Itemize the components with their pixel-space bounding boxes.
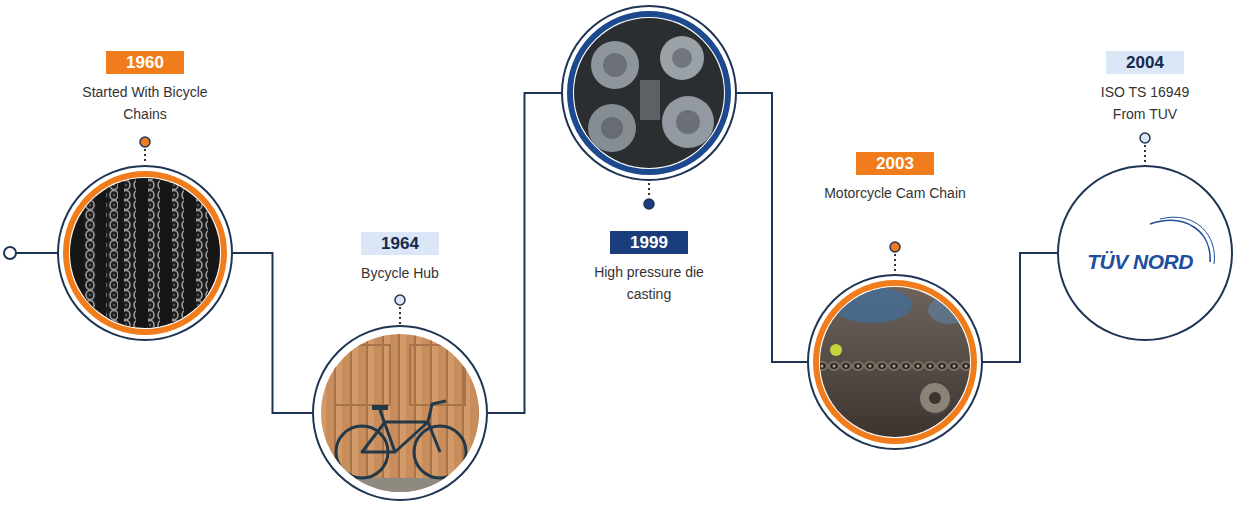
engine-cover: [662, 96, 714, 148]
engine-cover: [591, 41, 639, 89]
timeline-connector: [737, 93, 807, 362]
leader-dot: [1140, 133, 1150, 143]
milestone-description: Bycycle Hub: [300, 262, 500, 284]
ground: [320, 478, 480, 498]
engine-part: [640, 80, 660, 120]
leader-dot: [140, 137, 150, 147]
milestone-circle: 2003Motorcycle Cam Chain: [807, 274, 983, 450]
door-panel: [335, 345, 390, 405]
timeline-connector: [488, 93, 561, 413]
milestone-circle: 1964Bycycle Hub: [312, 325, 488, 501]
milestone-label: 1960Started With Bicycle Chains: [80, 51, 210, 125]
sprocket: [919, 382, 951, 414]
engine-cover: [660, 36, 704, 80]
year-badge: 1964: [361, 232, 439, 255]
bicycle-frame: [362, 401, 446, 452]
engine-cover: [588, 104, 636, 152]
leader-dot: [644, 199, 654, 209]
chain-strand: [172, 178, 184, 328]
accent-ring: [66, 174, 224, 332]
logo-wrap: TÜV NORD: [1050, 249, 1230, 275]
milestone-label: 1964Bycycle Hub: [300, 232, 500, 284]
start-marker: [4, 247, 16, 259]
year-badge: 1960: [106, 51, 184, 74]
accent-ring: [816, 283, 974, 441]
milestone-circle: 1999High pressure die casting: [561, 5, 737, 181]
leader-line: [144, 149, 146, 164]
year-badge: 1999: [610, 231, 688, 254]
bicycle-saddle: [372, 405, 388, 410]
leader-dot: [890, 242, 900, 252]
photo-ground: [570, 14, 730, 174]
blurred-object: [830, 344, 842, 356]
bicycle-photo: [320, 333, 480, 498]
leader-dot: [395, 295, 405, 305]
milestone-label: 2003Motorcycle Cam Chain: [780, 152, 1010, 204]
engine-cover: [601, 117, 623, 139]
blurred-object: [928, 296, 972, 324]
milestone-label: 2004ISO TS 16949 From TUV: [1086, 51, 1204, 125]
cam-chain-photo: [815, 282, 975, 442]
engine-cover: [603, 53, 627, 77]
photo-ground: [70, 178, 220, 328]
sprocket: [929, 392, 941, 404]
wooden-door: [320, 333, 480, 493]
engine-cover: [672, 48, 692, 68]
leader-line: [1144, 145, 1146, 164]
leader-line: [399, 307, 401, 324]
chain-strand: [124, 178, 136, 328]
milestone-description: Motorcycle Cam Chain: [780, 182, 1010, 204]
leader-line: [648, 183, 650, 197]
year-badge: 2004: [1106, 51, 1184, 74]
certifier-logo: TÜV NORD: [1087, 250, 1193, 273]
timeline-connector: [983, 253, 1057, 362]
cam-chain: [820, 360, 970, 372]
milestone-description: Started With Bicycle Chains: [80, 81, 210, 125]
year-badge: 2003: [856, 152, 934, 175]
engine-cover: [676, 110, 700, 134]
milestone-description: High pressure die casting: [593, 261, 705, 305]
accent-ring: [570, 14, 728, 172]
die-casting-photo: [570, 14, 730, 174]
chain-photo: [70, 178, 220, 328]
door-panel: [410, 345, 465, 405]
chain-strand: [148, 178, 160, 328]
milestone-circle: 1960Started With Bicycle Chains: [57, 165, 233, 341]
milestone-label: 1999High pressure die casting: [593, 231, 705, 305]
leader-line: [894, 254, 896, 273]
timeline-connector: [233, 253, 312, 413]
timeline-line: [16, 252, 57, 254]
milestone-description: ISO TS 16949 From TUV: [1086, 81, 1204, 125]
chain-strand: [106, 178, 118, 328]
photo-ground: [815, 282, 975, 442]
